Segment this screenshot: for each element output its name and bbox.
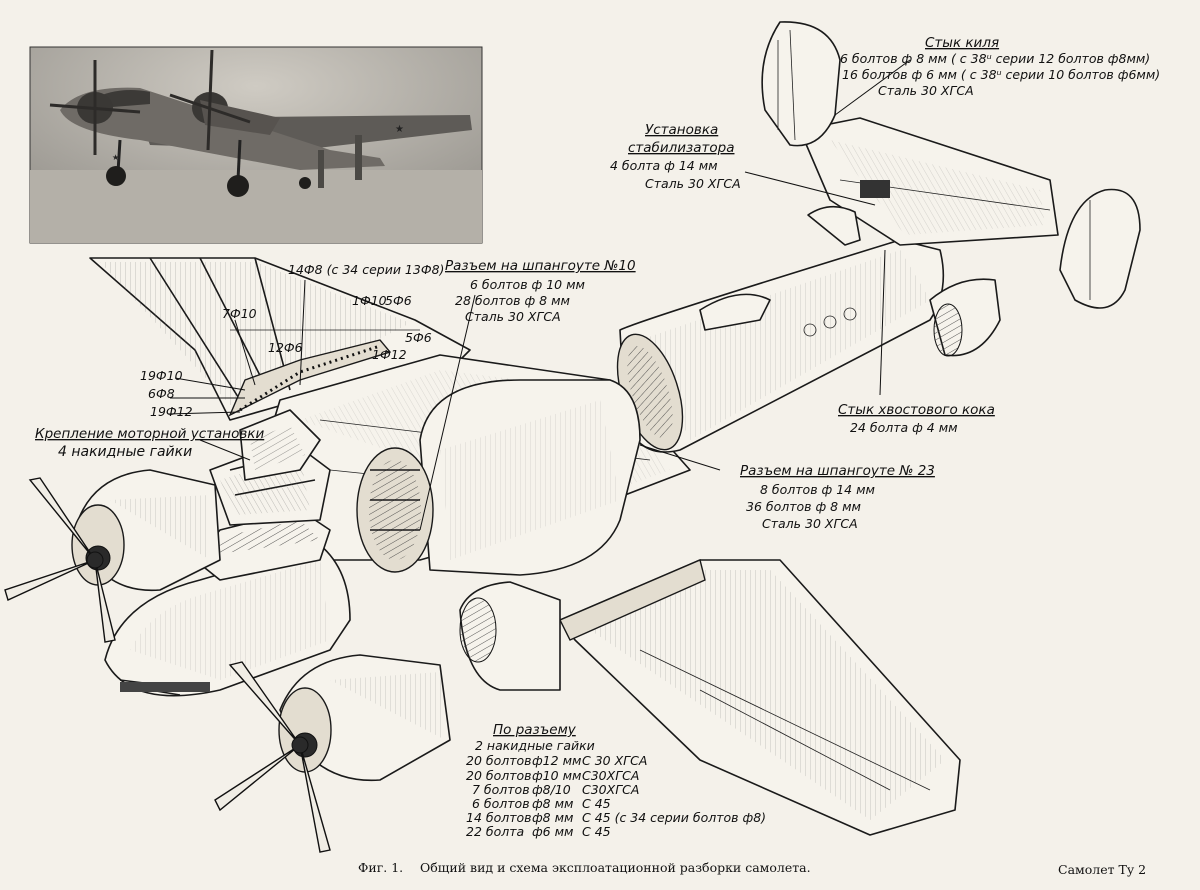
frame23-line: 8 болтов ф 14 мм [760, 482, 875, 497]
callout-split: По разъему 2 накидные гайки 20 болтов ф1… [466, 722, 766, 839]
tail-cone-title: Стык хвостового кока [838, 402, 995, 418]
split-mat: С 30 ХГСА [582, 753, 647, 768]
wing-joint-label: 6Ф8 [148, 386, 175, 401]
wing-joint-label: 5Ф6 [405, 330, 432, 345]
right-nacelle [459, 581, 561, 691]
stabilizer-line: Сталь 30 ХГСА [645, 176, 741, 191]
figure-caption: Фиг. 1. Общий вид и схема эксплоатационн… [358, 860, 1146, 877]
split-dia: ф10 мм [532, 768, 581, 783]
callout-engine-mount: Крепление моторной установки 4 накидные … [35, 426, 264, 460]
svg-text:★: ★ [395, 124, 404, 135]
split-mat: С 45 [582, 796, 611, 811]
engine-bay-frame [239, 409, 321, 481]
svg-text:★: ★ [112, 153, 119, 162]
right-outer-wing [559, 559, 961, 836]
tail-cone-line: 24 болта ф 4 мм [850, 420, 958, 435]
split-mat: С30ХГСА [582, 768, 639, 783]
fin-joint-title: Стык киля [925, 35, 999, 51]
split-title: По разъему [493, 722, 577, 738]
frame10-line: 6 болтов ф 10 мм [470, 277, 585, 292]
split-line: 2 накидные гайки [475, 738, 595, 753]
wing-joint-label: 12Ф6 [268, 340, 303, 355]
split-qty: 20 болтов [466, 768, 532, 783]
wing-joint-label: 19Ф12 [150, 404, 193, 419]
stabilizer-title: Установка [645, 122, 718, 138]
frame10-title: Разъем на шпангоуте №10 [445, 258, 636, 274]
fin-joint-line: 6 болтов ф 8 мм ( с 38ᵘ серии 12 болтов … [840, 51, 1150, 66]
split-qty: 14 болтов [466, 810, 532, 825]
mid-fuselage [356, 379, 641, 576]
fin-joint-line: Сталь 30 ХГСА [878, 83, 974, 98]
frame10-line: 28 болтов ф 8 мм [455, 293, 570, 308]
callout-tail-cone: Стык хвостового кока 24 болта ф 4 мм [838, 402, 995, 435]
split-qty: 6 болтов [472, 796, 530, 811]
fin-joint-line: 16 болтов ф 6 мм ( с 38ᵘ серии 10 болтов… [842, 67, 1160, 82]
callout-frame-10: Разъем на шпангоуте №10 6 болтов ф 10 мм… [445, 258, 636, 324]
callout-wing-joint: 14Ф8 (с 34 серии 13Ф8) 1Ф10 5Ф6 7Ф10 5Ф6… [140, 262, 444, 419]
split-qty: 20 болтов [466, 753, 532, 768]
frame23-line: 36 болтов ф 8 мм [746, 499, 861, 514]
split-rows: 20 болтов ф12 мм С 30 ХГСА 20 болтов ф10… [466, 753, 766, 839]
split-dia: ф12 мм [532, 753, 581, 768]
leader-lines [167, 59, 911, 531]
rear-fuselage [616, 239, 945, 453]
split-qty: 7 болтов [472, 782, 530, 797]
left-propeller [4, 477, 116, 643]
right-fin [1059, 188, 1141, 309]
split-dia: ф8 мм [532, 796, 573, 811]
cockpit [194, 509, 331, 581]
frame10-line: Сталь 30 ХГСА [465, 309, 561, 324]
figure-title: Общий вид и схема эксплоатационной разбо… [420, 860, 811, 875]
engine-mount-line: 4 накидные гайки [58, 444, 192, 460]
split-dia: ф8/10 [532, 782, 571, 797]
wing-joint-label: 7Ф10 [222, 306, 257, 321]
wing-joint-label: 14Ф8 (с 34 серии 13Ф8) [288, 262, 444, 277]
stabilizer-title: стабилизатора [628, 140, 734, 156]
figure-number: Фиг. 1. [358, 860, 403, 875]
engine-mount-title: Крепление моторной установки [35, 426, 264, 442]
horizontal-stabilizer [799, 117, 1059, 246]
split-mat: С 45 [582, 824, 611, 839]
split-dia: ф6 мм [532, 824, 573, 839]
split-qty: 22 болта [466, 824, 524, 839]
right-propeller [214, 661, 331, 853]
fin-bracket [807, 205, 861, 246]
stabilizer-line: 4 болта ф 14 мм [610, 158, 718, 173]
page-label: Самолет Ту 2 [1058, 862, 1146, 877]
split-mat: С 45 (с 34 серии болтов ф8) [582, 810, 766, 825]
right-engine [278, 654, 451, 782]
left-fin [761, 21, 841, 147]
frame23-title: Разъем на шпангоуте № 23 [740, 463, 935, 479]
frame23-line: Сталь 30 ХГСА [762, 516, 858, 531]
callout-fin-joint: Стык киля 6 болтов ф 8 мм ( с 38ᵘ серии … [840, 35, 1160, 98]
nose-section [104, 544, 351, 697]
split-dia: ф8 мм [532, 810, 573, 825]
split-mat: С30ХГСА [582, 782, 639, 797]
callout-stabilizer: Установка стабилизатора 4 болта ф 14 мм … [610, 122, 741, 191]
left-engine [71, 469, 221, 592]
tail-cone [929, 278, 1001, 357]
wing-joint-label: 1Ф12 [372, 347, 407, 362]
wing-joint-label: 5Ф6 [385, 293, 412, 308]
callout-frame-23: Разъем на шпангоуте № 23 8 болтов ф 14 м… [740, 463, 935, 531]
wing-joint-label: 1Ф10 [352, 293, 387, 308]
wing-joint-label: 19Ф10 [140, 368, 183, 383]
aircraft-photo: ★ ★ [29, 46, 483, 244]
